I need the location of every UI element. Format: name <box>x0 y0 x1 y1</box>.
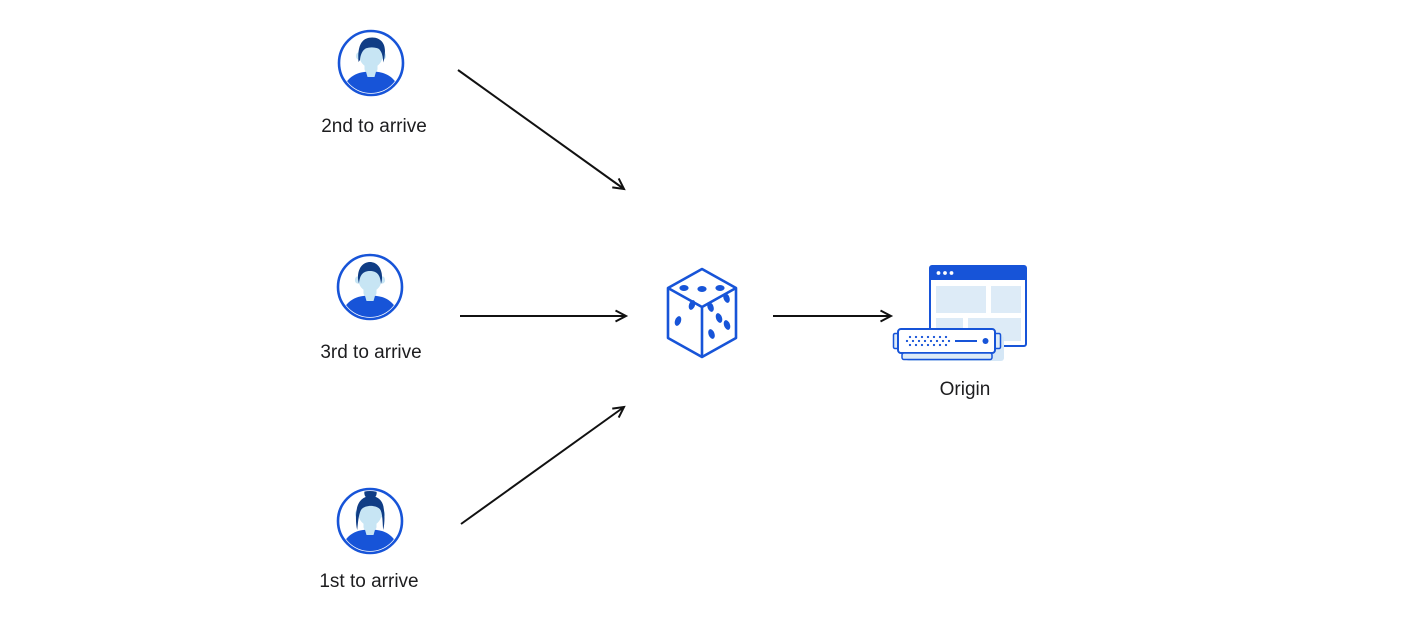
man-avatar <box>337 29 405 97</box>
origin-server-icon <box>892 265 1027 361</box>
woman-avatar <box>336 487 404 555</box>
user-3rd-label: 3rd to arrive <box>320 342 422 363</box>
server-dot-pattern <box>905 335 951 347</box>
man-avatar <box>336 253 404 321</box>
dice-icon <box>666 267 738 359</box>
arrow-user-1st-to-dice <box>460 405 626 525</box>
user-2nd-label: 2nd to arrive <box>321 116 427 137</box>
origin-label: Origin <box>939 379 991 400</box>
user-1st-label: 1st to arrive <box>319 571 419 592</box>
arrow-user-2nd-to-dice <box>457 69 626 191</box>
